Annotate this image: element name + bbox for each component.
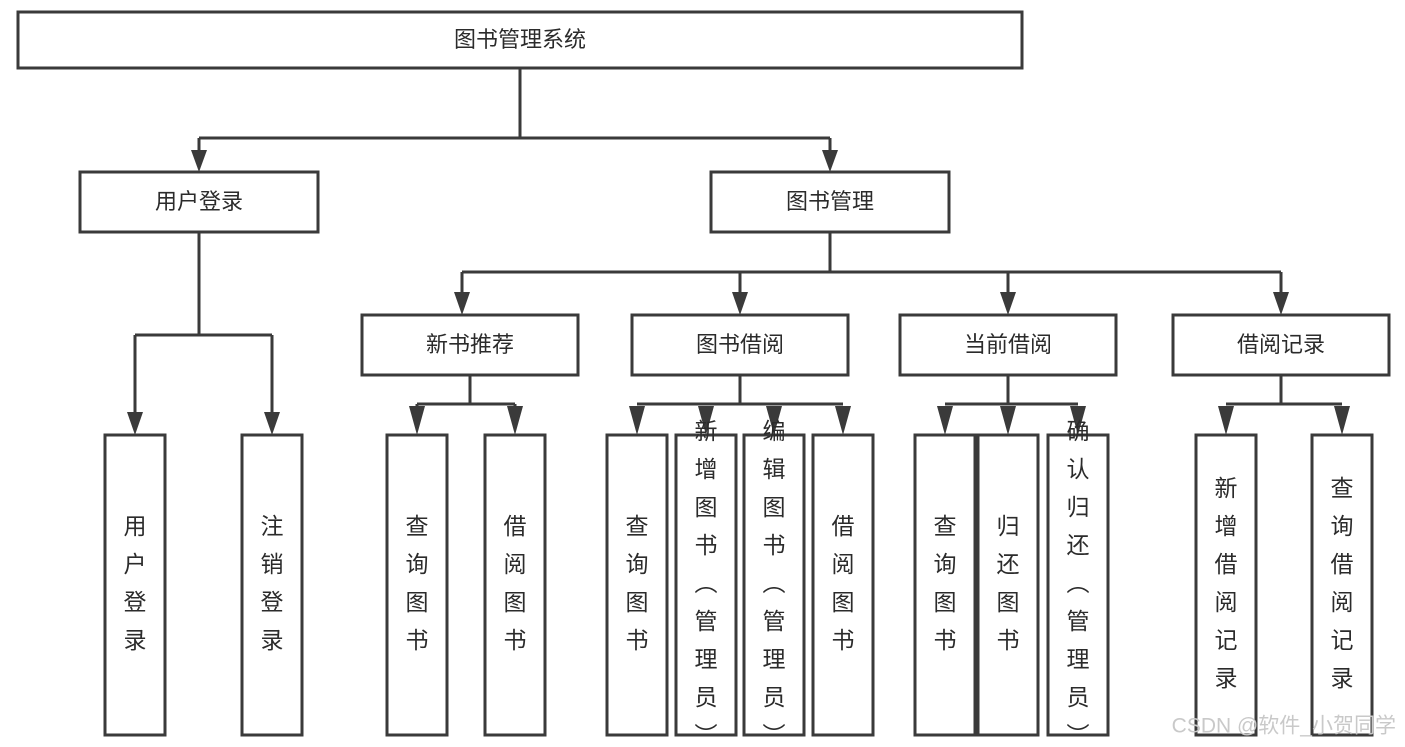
- node-book-manage[interactable]: 图书管理: [709, 170, 951, 234]
- leaf-new-book-1-box[interactable]: [385, 433, 449, 737]
- arrow-borrow-record: [1273, 292, 1289, 315]
- leaf-user-login-1-box[interactable]: [103, 433, 167, 737]
- node-book-borrow-label: 图书借阅: [696, 332, 784, 357]
- leaf-book-borrow-3-box[interactable]: [742, 433, 806, 737]
- leaf-borrow-record-2-label: 查询借阅记录: [1331, 475, 1354, 691]
- leaf-user-login-1[interactable]: 用户登录: [103, 433, 167, 737]
- leaf-book-borrow-4-box[interactable]: [811, 433, 875, 737]
- node-user-login-box[interactable]: [78, 170, 320, 234]
- node-new-book[interactable]: 新书推荐: [360, 313, 580, 377]
- node-root-label: 图书管理系统: [454, 27, 586, 52]
- leaf-book-borrow-2-label: 新增图书︵管理员︶: [695, 418, 718, 747]
- arrow-leaf-user-login-2: [264, 412, 280, 435]
- node-root-box[interactable]: [16, 10, 1024, 70]
- leaf-borrow-record-1-box[interactable]: [1194, 433, 1258, 737]
- arrow-current-borrow: [1000, 292, 1016, 315]
- leaf-book-borrow-1-label: 查询图书: [626, 513, 649, 653]
- leaf-new-book-2-label: 借阅图书: [504, 513, 527, 653]
- arrow-book-borrow: [732, 292, 748, 315]
- leaf-current-borrow-1-box[interactable]: [913, 433, 977, 737]
- node-current-borrow-label: 当前借阅: [964, 332, 1052, 357]
- node-book-manage-box[interactable]: [709, 170, 951, 234]
- node-user-login-label: 用户登录: [155, 189, 243, 214]
- leaf-book-borrow-1[interactable]: 查询图书: [605, 433, 669, 737]
- connector-layer: [127, 68, 1350, 435]
- node-book-borrow-box[interactable]: [630, 313, 850, 377]
- leaf-book-borrow-1-box[interactable]: [605, 433, 669, 737]
- arrow-leaf-user-login-1: [127, 412, 143, 435]
- leaf-user-login-2-box[interactable]: [240, 433, 304, 737]
- csdn-watermark: CSDN @软件_小贺同学: [1172, 715, 1396, 738]
- arrow-leaf-book-borrow-3: [766, 406, 782, 435]
- leaf-book-borrow-2[interactable]: 新增图书︵管理员︶: [674, 418, 738, 747]
- leaf-borrow-record-2-box[interactable]: [1310, 433, 1374, 737]
- arrow-user-login: [191, 150, 207, 172]
- leaf-current-borrow-2-box[interactable]: [976, 433, 1040, 737]
- node-book-borrow[interactable]: 图书借阅: [630, 313, 850, 377]
- node-borrow-record[interactable]: 借阅记录: [1171, 313, 1391, 377]
- leaf-book-borrow-4[interactable]: 借阅图书: [811, 433, 875, 737]
- arrow-leaf-book-borrow-1: [629, 406, 645, 435]
- arrow-leaf-current-borrow-2: [1000, 406, 1016, 435]
- arrow-leaf-new-book-1: [409, 406, 425, 435]
- leaf-book-borrow-3-label: 编辑图书︵管理员︶: [763, 418, 786, 747]
- arrow-book-manage: [822, 150, 838, 172]
- arrow-leaf-book-borrow-2: [698, 406, 714, 435]
- leaf-current-borrow-2[interactable]: 归还图书: [976, 433, 1040, 737]
- node-user-login[interactable]: 用户登录: [78, 170, 320, 234]
- leaf-new-book-1-label: 查询图书: [406, 513, 429, 653]
- leaf-user-login-1-label: 用户登录: [124, 513, 147, 653]
- node-root[interactable]: 图书管理系统: [16, 10, 1024, 70]
- node-borrow-record-label: 借阅记录: [1237, 332, 1325, 357]
- arrow-leaf-borrow-record-2: [1334, 406, 1350, 435]
- node-current-borrow[interactable]: 当前借阅: [898, 313, 1118, 377]
- leaf-current-borrow-3-box[interactable]: [1046, 433, 1110, 737]
- leaf-new-book-2[interactable]: 借阅图书: [483, 433, 547, 737]
- leaf-book-borrow-4-label: 借阅图书: [832, 513, 855, 653]
- leaf-borrow-record-1[interactable]: 新增借阅记录: [1194, 433, 1258, 737]
- leaf-current-borrow-3-label: 确认归还︵管理员︶: [1067, 418, 1090, 747]
- arrow-leaf-book-borrow-4: [835, 406, 851, 435]
- leaf-current-borrow-1-label: 查询图书: [934, 513, 957, 653]
- arrow-leaf-borrow-record-1: [1218, 406, 1234, 435]
- arrow-new-book: [454, 292, 470, 315]
- node-new-book-label: 新书推荐: [426, 332, 514, 357]
- leaf-new-book-1[interactable]: 查询图书: [385, 433, 449, 737]
- arrow-leaf-current-borrow-3: [1070, 406, 1086, 435]
- node-current-borrow-box[interactable]: [898, 313, 1118, 377]
- leaf-current-borrow-3[interactable]: 确认归还︵管理员︶: [1046, 418, 1110, 747]
- node-borrow-record-box[interactable]: [1171, 313, 1391, 377]
- leaf-book-borrow-2-box[interactable]: [674, 433, 738, 737]
- leaf-user-login-2-label: 注销登录: [261, 513, 284, 653]
- leaf-current-borrow-1[interactable]: 查询图书: [913, 433, 977, 737]
- arrow-leaf-current-borrow-1: [937, 406, 953, 435]
- leaf-new-book-2-box[interactable]: [483, 433, 547, 737]
- leaf-borrow-record-2[interactable]: 查询借阅记录: [1310, 433, 1374, 737]
- node-new-book-box[interactable]: [360, 313, 580, 377]
- leaf-user-login-2[interactable]: 注销登录: [240, 433, 304, 737]
- leaf-current-borrow-2-label: 归还图书: [997, 513, 1020, 653]
- arrow-leaf-new-book-2: [507, 406, 523, 435]
- leaf-book-borrow-3[interactable]: 编辑图书︵管理员︶: [742, 418, 806, 747]
- leaf-borrow-record-1-label: 新增借阅记录: [1215, 475, 1238, 691]
- node-book-manage-label: 图书管理: [786, 189, 874, 214]
